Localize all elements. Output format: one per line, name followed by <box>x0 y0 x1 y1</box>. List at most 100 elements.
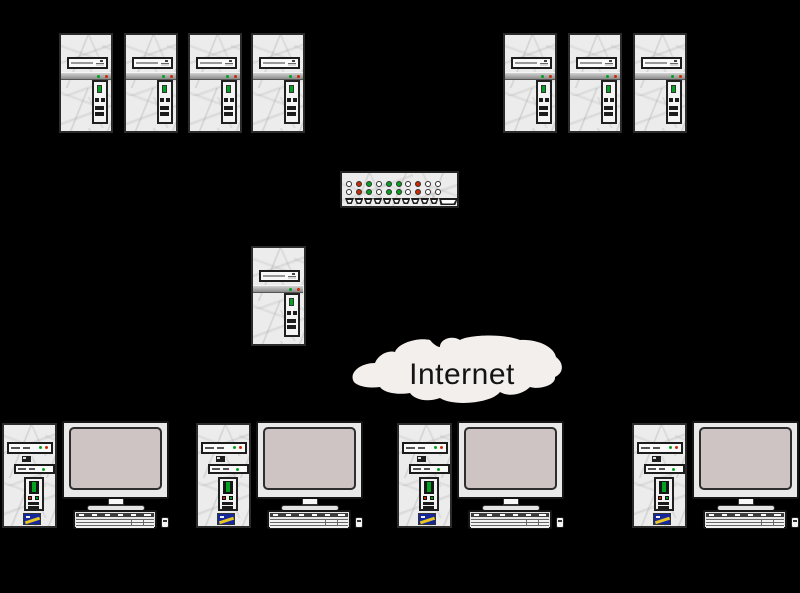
port-led-red <box>355 189 362 195</box>
hdd-led <box>234 75 237 78</box>
mouse-button <box>357 520 359 522</box>
key <box>299 514 304 516</box>
function-key-row <box>706 513 784 517</box>
drive-led <box>233 446 236 449</box>
cd-slot <box>263 62 285 64</box>
reset-button <box>417 456 426 462</box>
front-panel <box>92 80 108 124</box>
button-detail <box>418 457 421 459</box>
brand-badge <box>653 513 671 525</box>
mouse-button <box>359 520 361 522</box>
port-opening <box>422 199 428 203</box>
key <box>118 514 123 516</box>
ethernet-port <box>382 198 392 204</box>
port-led-off <box>375 189 382 195</box>
monitor-screen <box>263 427 356 490</box>
port-opening <box>347 199 352 203</box>
power-led-bar <box>32 482 36 492</box>
tower-server-icon <box>188 33 242 133</box>
drive-bay <box>505 72 555 80</box>
eject-button <box>161 63 169 66</box>
workstation <box>2 421 170 531</box>
cloud-shape <box>352 335 562 403</box>
vent-slot <box>669 106 678 110</box>
front-panel <box>284 293 300 337</box>
indicator-key <box>540 514 546 516</box>
internet-label: Internet <box>409 358 515 391</box>
turbo-button <box>35 496 39 500</box>
badge-detail <box>26 516 30 518</box>
hdd-led <box>549 75 552 78</box>
ethernet-port <box>429 198 439 204</box>
vent-slot <box>224 112 233 116</box>
front-panel <box>284 80 300 124</box>
badge-detail <box>220 516 224 518</box>
hdd-led <box>170 75 173 78</box>
button-detail <box>23 457 26 459</box>
power-led <box>226 85 231 93</box>
drive-bay <box>126 72 176 80</box>
mouse-button <box>793 520 795 522</box>
turbo-button <box>229 496 233 500</box>
port-led-red <box>355 181 362 187</box>
brand-badge <box>23 513 41 525</box>
drive-led <box>39 446 42 449</box>
port-led-off <box>405 181 412 187</box>
drive-led <box>669 446 672 449</box>
reset-button <box>22 456 31 462</box>
power-led <box>226 75 229 78</box>
power-button <box>222 496 226 500</box>
cd-drive <box>201 442 247 454</box>
drive-led <box>434 446 437 449</box>
drive-led <box>672 468 675 471</box>
cd-drive <box>7 442 53 454</box>
ethernet-port <box>354 198 364 204</box>
key <box>474 514 479 516</box>
cd-drive <box>196 57 237 69</box>
power-led <box>289 85 294 93</box>
numpad-divider <box>761 519 762 526</box>
panel-button <box>604 98 608 102</box>
drive-detail <box>418 447 425 449</box>
vent-slot <box>222 506 233 509</box>
cd-slot <box>136 62 158 64</box>
key <box>79 514 84 516</box>
tower-server-icon <box>503 33 557 133</box>
panel-button <box>166 98 170 102</box>
tower-server-icon <box>251 246 306 346</box>
key <box>735 514 740 516</box>
port-opening <box>394 199 399 203</box>
port-led-off <box>375 181 382 187</box>
power-led <box>671 85 676 93</box>
power-led <box>289 288 292 291</box>
key <box>273 514 278 516</box>
front-panel <box>221 80 237 124</box>
mouse-icon <box>355 517 363 528</box>
key <box>92 514 97 516</box>
port-opening <box>375 199 381 203</box>
port-opening <box>365 199 371 203</box>
power-button <box>658 496 662 500</box>
vent-slot <box>222 502 233 505</box>
key-row <box>76 522 154 525</box>
drive-detail <box>641 447 650 449</box>
workstation <box>196 421 364 531</box>
monitor-icon <box>457 421 564 499</box>
drive-detail <box>424 468 430 470</box>
hdd-led <box>297 75 300 78</box>
drive-led <box>675 446 678 449</box>
mouse-button <box>163 520 165 522</box>
drive-led <box>609 60 612 62</box>
eject-button <box>605 63 613 66</box>
keyboard-icon <box>73 510 157 529</box>
hdd-led <box>679 75 682 78</box>
floppy-drive <box>409 464 450 474</box>
numpad-divider <box>131 519 132 526</box>
port-led-green <box>395 181 402 187</box>
key-row <box>471 519 549 522</box>
mouse-button <box>795 520 797 522</box>
keyboard-icon <box>703 510 787 529</box>
drive-bay <box>61 72 111 80</box>
power-led-bar <box>662 482 666 492</box>
monitor-neck <box>738 499 754 505</box>
